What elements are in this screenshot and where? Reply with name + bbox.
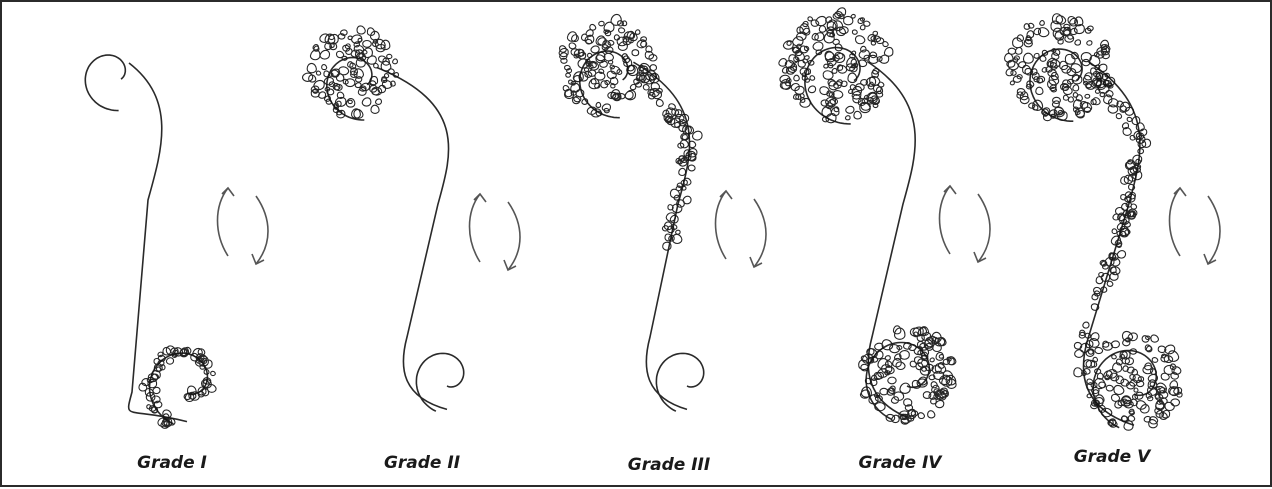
top-coil-texture [303, 26, 399, 118]
rotation-arrows-icon [940, 186, 991, 262]
bottom-coil-line [656, 353, 703, 411]
grade-label: Grade V [1074, 447, 1152, 467]
stem-line [129, 63, 187, 422]
grade-panel-2: Grade II [303, 26, 521, 473]
grade-label: Grade III [628, 455, 710, 475]
top-coil-texture [559, 14, 657, 117]
bottom-coil-line [416, 353, 463, 411]
stem-line [377, 68, 449, 410]
grade-label: Grade IV [859, 453, 944, 473]
stem-texture [627, 65, 702, 250]
grade-label: Grade II [384, 453, 460, 473]
top-coil-line [85, 55, 125, 111]
rotation-arrows-icon [716, 191, 767, 267]
rotation-arrows-icon [1170, 188, 1221, 264]
bottom-coil-texture [859, 326, 956, 424]
rotation-arrows-icon [218, 188, 269, 264]
stem-line [867, 62, 915, 418]
bottom-coil-texture [139, 346, 216, 428]
grade-label: Grade I [137, 453, 207, 473]
top-coil-texture [779, 8, 893, 123]
grade-panel-4: Grade IV [779, 8, 990, 473]
grade-panel-1: Grade I [85, 55, 268, 473]
rotation-arrows-icon [470, 194, 521, 270]
bottom-coil-texture [1087, 331, 1182, 430]
grade-panel-3: Grade III [559, 14, 766, 475]
grade-panel-5: Grade V [1005, 14, 1220, 467]
